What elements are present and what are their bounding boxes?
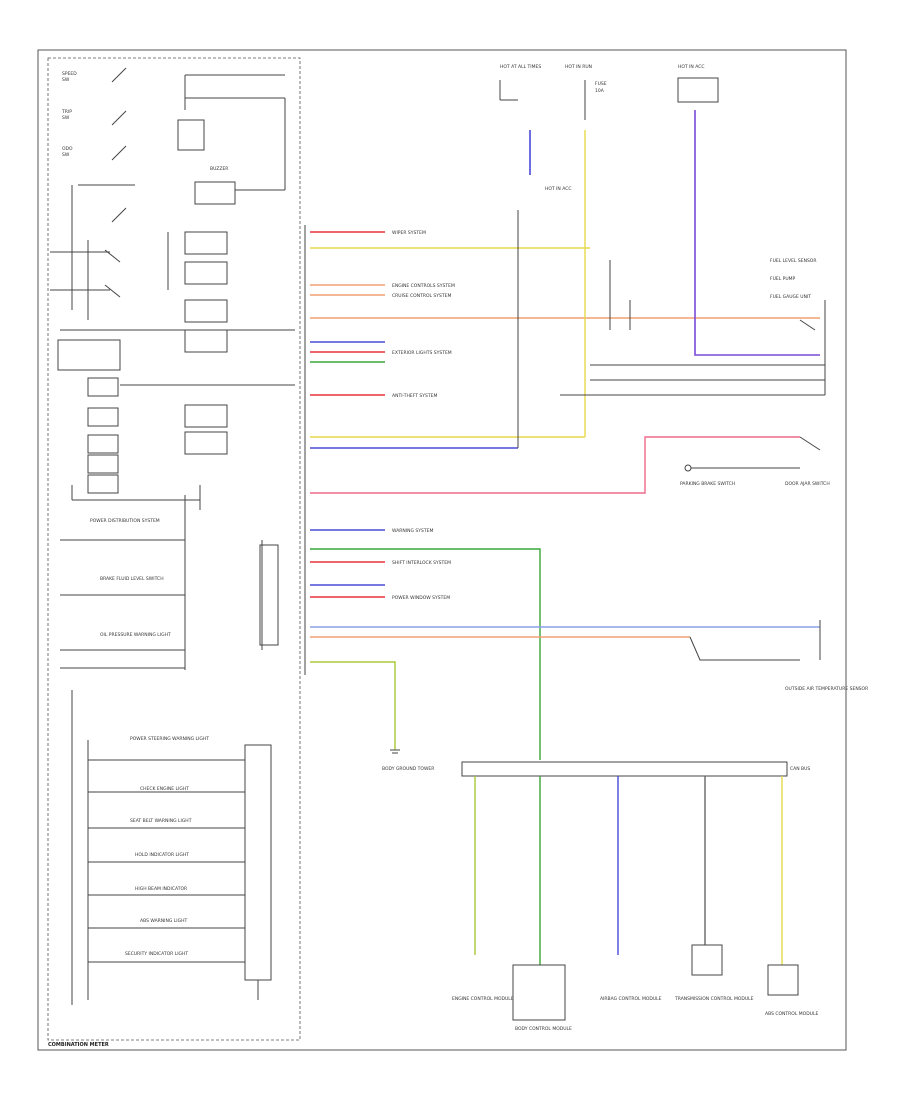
right-upper-components: FUEL LEVEL SENSOR FUEL PUMP FUEL GAUGE U…: [560, 258, 826, 396]
svg-text:10A: 10A: [595, 88, 605, 94]
module-0: ENGINE CONTROL MODULE: [452, 996, 514, 1002]
list-item-3: HOLD INDICATOR LIGHT: [135, 852, 189, 858]
meter-connector-column: [259, 225, 306, 675]
diagram-frame: [37, 49, 847, 1051]
harness-label-0: WIPER SYSTEM: [392, 230, 426, 236]
meter-blocks: [57, 231, 295, 670]
module-4: ABS CONTROL MODULE: [765, 1011, 818, 1017]
oil-pressure-label: POWER DISTRIBUTION SYSTEM: [90, 518, 160, 524]
right-item-0: FUEL LEVEL SENSOR: [770, 258, 816, 264]
harness-wires: [310, 231, 820, 760]
buzzer-label: BUZZER: [210, 166, 228, 172]
harness-label-7: POWER WINDOW SYSTEM: [392, 595, 450, 601]
harness-label-6: SHIFT INTERLOCK SYSTEM: [392, 560, 451, 566]
harness-label-2: CRUISE CONTROL SYSTEM: [392, 293, 451, 299]
list-item-6: SECURITY INDICATOR LIGHT: [125, 951, 188, 957]
combination-meter-title: COMBINATION METER: [48, 1042, 109, 1048]
right-mid-1: DOOR AJAR SWITCH: [785, 481, 830, 487]
right-middle-components: PARKING BRAKE SWITCH DOOR AJAR SWITCH OU…: [680, 436, 868, 692]
svg-text:ODO: ODO: [62, 146, 73, 152]
module-1: BODY CONTROL MODULE: [515, 1026, 572, 1032]
svg-text:SPEED: SPEED: [62, 71, 77, 77]
module-2: AIRBAG CONTROL MODULE: [600, 996, 662, 1002]
module-3: TRANSMISSION CONTROL MODULE: [674, 996, 754, 1002]
can-bus-group: CAN BUS ENGINE CONTROL MODULE BODY CONTR…: [452, 761, 818, 1032]
list-item-5: ABS WARNING LIGHT: [140, 918, 187, 924]
combination-meter-boundary: [47, 57, 301, 1041]
svg-text:SW: SW: [62, 77, 70, 83]
harness-label-3: EXTERIOR LIGHTS SYSTEM: [392, 350, 452, 356]
svg-text:SW: SW: [62, 152, 70, 158]
svg-text:SW: SW: [62, 115, 70, 121]
hot-at-all-times-label: HOT AT ALL TIMES: [500, 64, 541, 70]
harness-label-1: ENGINE CONTROLS SYSTEM: [392, 283, 455, 289]
can-bus-label: CAN BUS: [790, 766, 810, 772]
right-item-2: FUEL GAUGE UNIT: [770, 294, 811, 300]
power-dist-label: HOT IN ACC: [545, 186, 572, 192]
harness-label-5: WARNING SYSTEM: [392, 528, 433, 534]
harness-labels: WIPER SYSTEM ENGINE CONTROLS SYSTEM CRUI…: [392, 230, 455, 601]
wire-green-long: [310, 548, 541, 760]
svg-text:FUSE: FUSE: [595, 81, 607, 87]
top-power-sources: HOT AT ALL TIMES HOT IN ACC HOT IN RUN F…: [499, 64, 820, 448]
list-item-1: CHECK ENGINE LIGHT: [140, 786, 189, 792]
malfunction-label: BRAKE FLUID LEVEL SWITCH: [100, 576, 164, 582]
ground-symbol: BODY GROUND TOWER: [382, 749, 434, 772]
left-vertical-bus: [50, 185, 295, 331]
wire-pink-long: [310, 436, 800, 494]
hot-in-run-label: HOT IN RUN: [565, 64, 592, 70]
list-item-2: SEAT BELT WARNING LIGHT: [130, 818, 192, 824]
harness-label-4: ANTI-THEFT SYSTEM: [392, 393, 437, 399]
hot-in-acc-label: HOT IN ACC: [678, 64, 705, 70]
list-item-4: HIGH BEAM INDICATOR: [135, 886, 187, 892]
list-item-0: POWER STEERING WARNING LIGHT: [130, 736, 209, 742]
charge-label: OIL PRESSURE WARNING LIGHT: [100, 632, 171, 638]
ground-label: BODY GROUND TOWER: [382, 766, 434, 772]
lower-left-list: POWER STEERING WARNING LIGHT CHECK ENGIN…: [48, 690, 272, 1048]
right-mid-2: OUTSIDE AIR TEMPERATURE SENSOR: [785, 686, 868, 692]
right-item-1: FUEL PUMP: [770, 276, 796, 282]
wire-yg-down: [310, 661, 396, 750]
left-indicator-lights: POWER DISTRIBUTION SYSTEM BRAKE FLUID LE…: [60, 518, 185, 669]
buzzer-group: BUZZER: [177, 74, 286, 205]
svg-text:TRIP: TRIP: [61, 109, 72, 115]
right-mid-0: PARKING BRAKE SWITCH: [680, 481, 735, 487]
